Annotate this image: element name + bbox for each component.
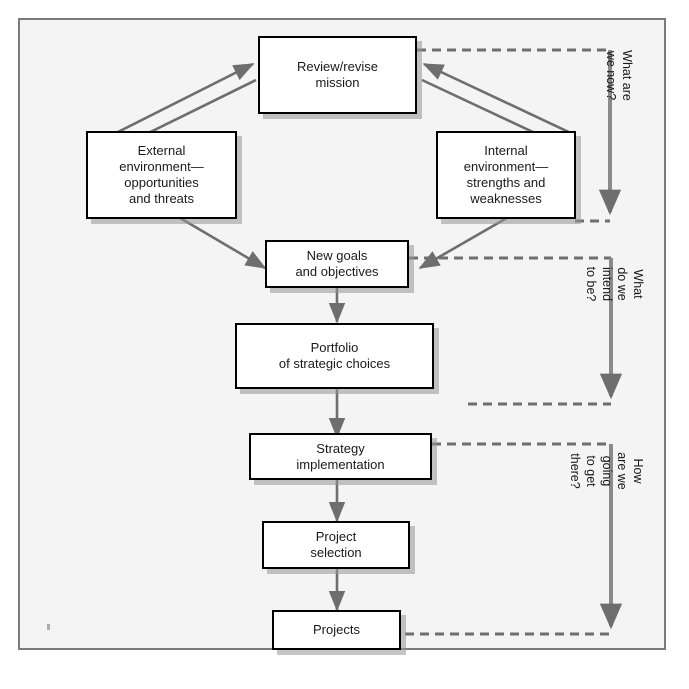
node-label: Internal environment— strengths and weak… [463, 143, 549, 206]
node-new-goals-and-objectives[interactable]: New goals and objectives [265, 240, 409, 288]
node-label: External environment— opportunities and … [119, 143, 204, 206]
node-strategy-implementation[interactable]: Strategy implementation [249, 433, 432, 480]
node-label: Review/revise mission [297, 59, 378, 90]
node-projects[interactable]: Projects [272, 610, 401, 650]
node-label: New goals and objectives [295, 248, 379, 279]
node-portfolio-of-strategic-choices[interactable]: Portfolio of strategic choices [235, 323, 434, 389]
node-label: Projects [313, 622, 360, 638]
corner-artifact [47, 624, 50, 630]
side-label-phase-2: What do we intend to be? [584, 266, 645, 302]
node-review-revise-mission[interactable]: Review/revise mission [258, 36, 417, 114]
node-external-environment[interactable]: External environment— opportunities and … [86, 131, 237, 219]
node-label: Project selection [310, 529, 362, 560]
node-label: Strategy implementation [296, 440, 385, 472]
side-label-phase-1: What are we now? [604, 50, 634, 101]
node-project-selection[interactable]: Project selection [262, 521, 410, 569]
node-internal-environment[interactable]: Internal environment— strengths and weak… [436, 131, 576, 219]
node-label: Portfolio of strategic choices [278, 340, 391, 371]
side-label-phase-3: How are we going to get there? [568, 452, 646, 490]
